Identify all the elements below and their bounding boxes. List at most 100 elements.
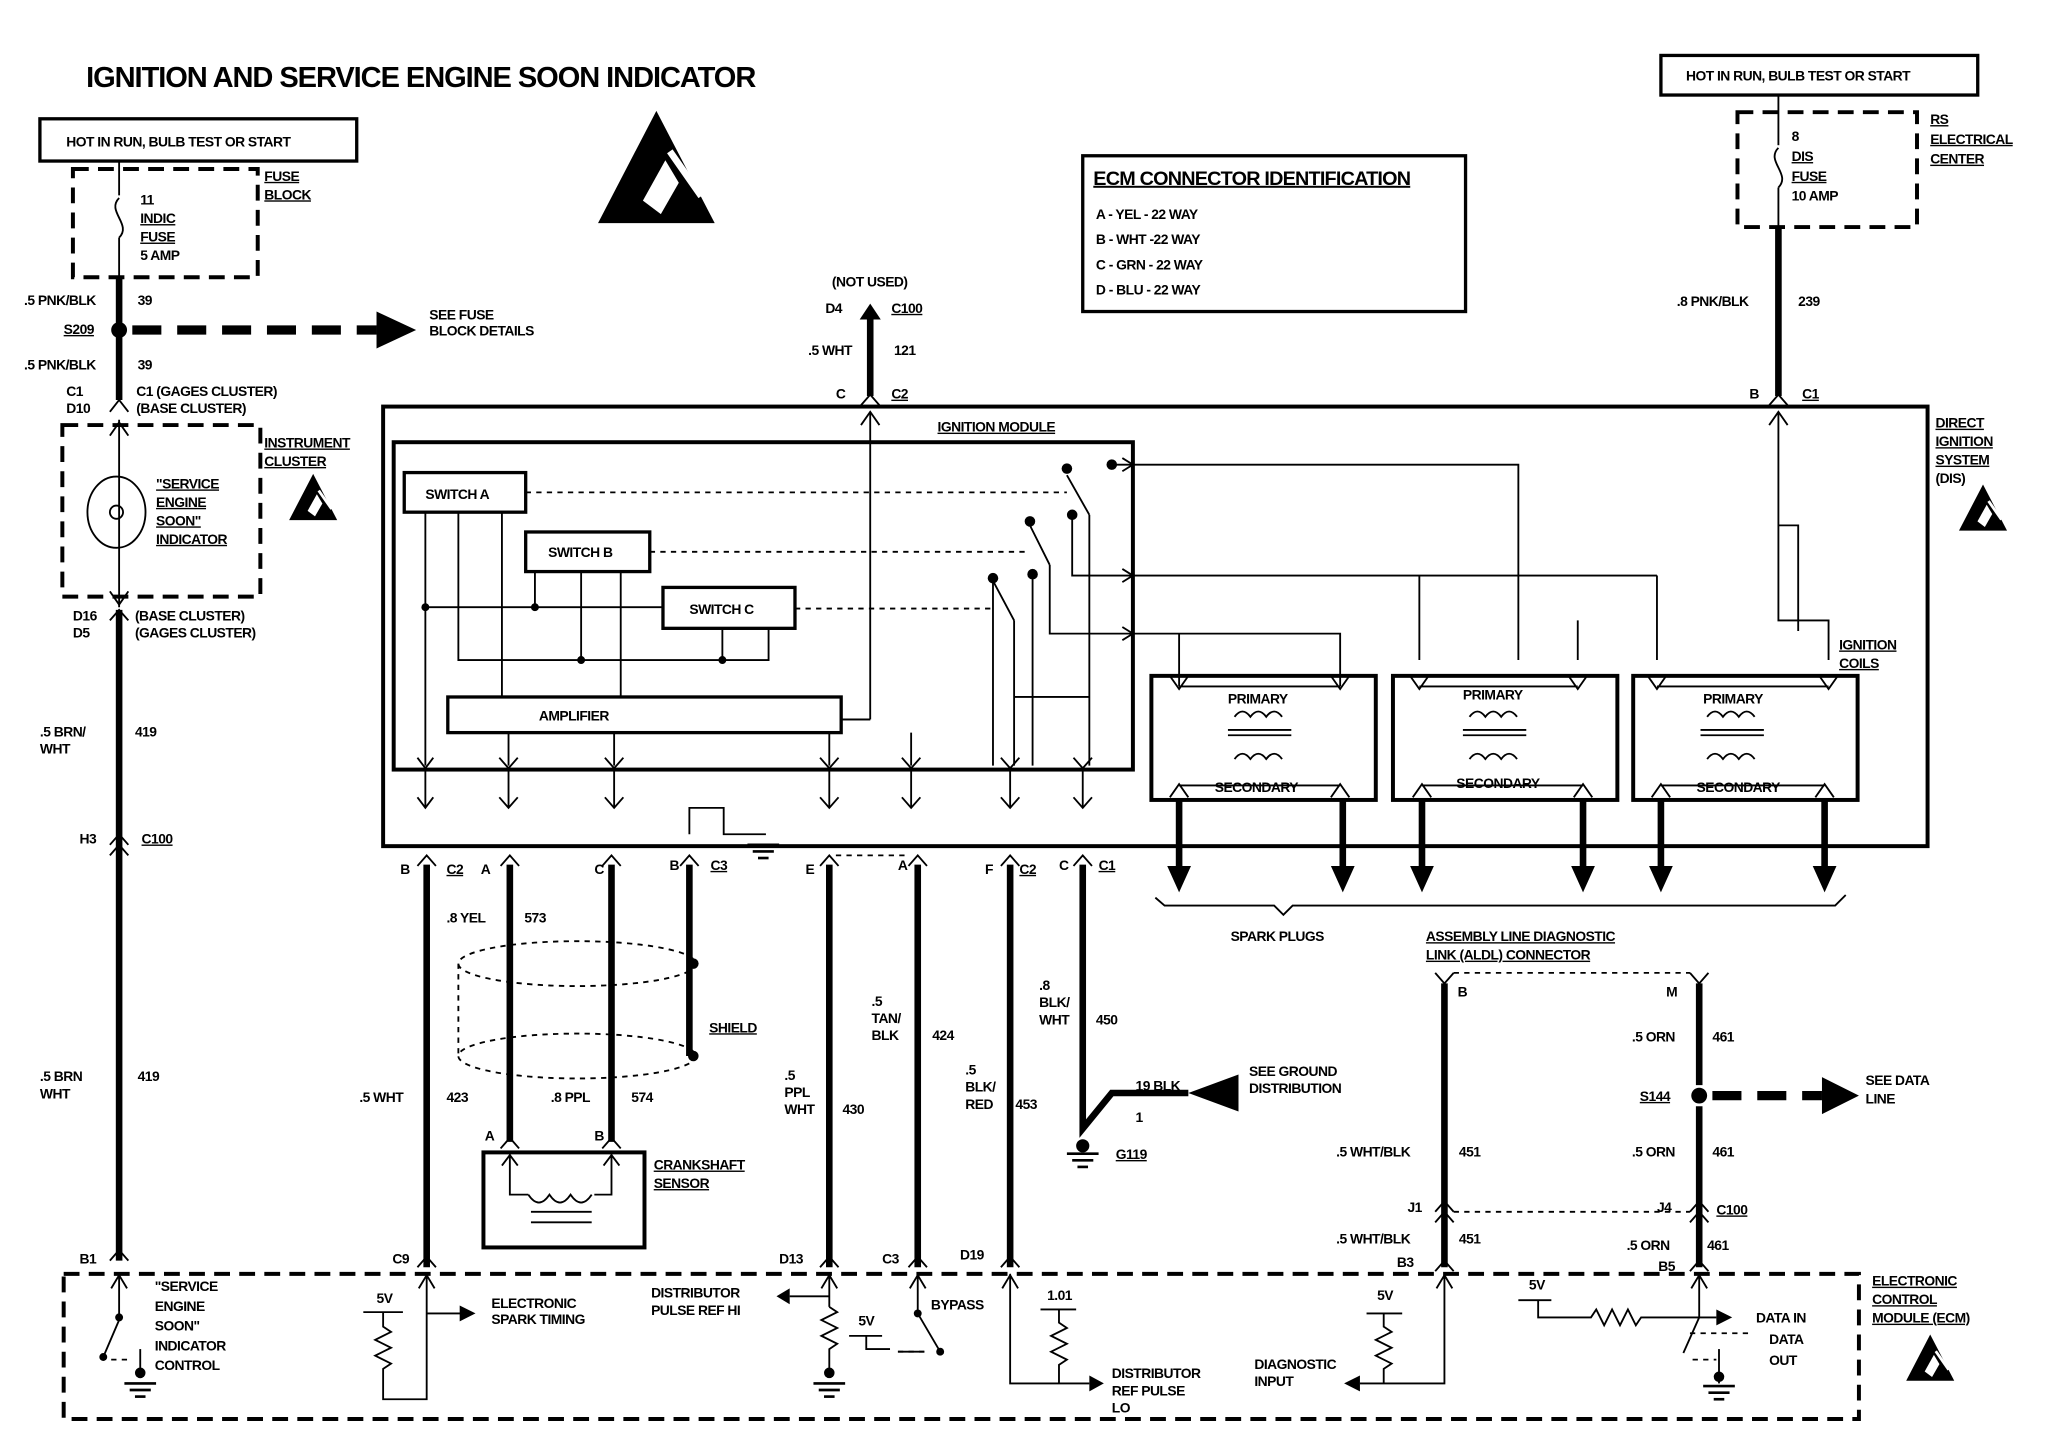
coils-label: IGNITION [1839, 636, 1897, 652]
crankshaft-sensor-label: SENSOR [654, 1175, 710, 1191]
connector-pin: C [1059, 857, 1069, 873]
right-power-feed: HOT IN RUN, BULB TEST OR START 8 DIS FUS… [1659, 53, 2014, 661]
connector-label: C100 [1716, 1201, 1748, 1217]
see-ground-link[interactable]: SEE GROUND [1249, 1063, 1338, 1079]
ground-id: G119 [1116, 1146, 1148, 1162]
ecm-module: ELECTRONIC CONTROL MODULE (ECM) "SERVICE… [61, 1246, 1970, 1422]
ses-control-label: INDICATOR [155, 1337, 226, 1353]
center-label: ELECTRICAL [1930, 131, 2014, 147]
voltage-label: 5V [377, 1290, 394, 1306]
primary-label: PRIMARY [1463, 687, 1524, 703]
switch-a-box [402, 470, 528, 514]
fuse-block-outline [70, 166, 260, 280]
ses-control-label: SOON" [155, 1318, 200, 1334]
amplifier-label: AMPLIFIER [539, 708, 609, 724]
wire-circuit: 423 [446, 1089, 468, 1105]
voltage-label: 5V [1529, 1277, 1546, 1293]
ecm-outline [61, 1271, 1861, 1422]
coil-icon [501, 1152, 621, 1224]
cluster-label: CLUSTER [264, 453, 326, 469]
wire-color: .8 PPL [551, 1089, 591, 1105]
see-fuse-link[interactable]: SEE FUSE [429, 306, 494, 322]
connector-label: C100 [891, 300, 923, 316]
switch-b-box [524, 530, 652, 574]
connector-label: (GAGES CLUSTER) [135, 625, 256, 641]
wire-circuit: 1 [1136, 1109, 1144, 1125]
left-power-source: HOT IN RUN, BULB TEST OR START [66, 134, 291, 150]
est-label: SPARK TIMING [491, 1311, 585, 1327]
connector-label: C1 [1802, 386, 1819, 402]
dist-ref-hi-label: DISTRIBUTOR [651, 1285, 740, 1301]
harness-wires: .8 YEL 573 SHIELD .5 WHT 423 .8 PPL 574 … [359, 853, 1342, 1268]
connector-pin: M [1666, 984, 1677, 1000]
wire-color: WHT [40, 1085, 71, 1101]
connector-label: C2 [1019, 861, 1036, 877]
fuse-number: 11 [140, 192, 154, 208]
right-power-source: HOT IN RUN, BULB TEST OR START [1686, 68, 1911, 84]
see-fuse-link[interactable]: BLOCK DETAILS [429, 322, 534, 338]
connector-pin: B5 [1658, 1258, 1675, 1274]
crankshaft-sensor-label: CRANKSHAFT [654, 1157, 746, 1173]
switch-c-box [661, 585, 797, 630]
wire-circuit: 451 [1459, 1143, 1481, 1159]
coil-icon [1700, 710, 1764, 761]
switch-icon [102, 1273, 128, 1358]
coil-icon [1227, 710, 1292, 761]
diagnostic-input-label: INPUT [1254, 1373, 1294, 1389]
fuse-label: FUSE [1792, 168, 1827, 184]
connector-pin: F [985, 861, 993, 877]
voltage-label: 1.01 [1047, 1287, 1073, 1303]
see-ground-link[interactable]: DISTRIBUTION [1249, 1080, 1342, 1096]
ground-icon [812, 1382, 847, 1398]
wire-color: 19 BLK [1136, 1077, 1181, 1093]
wire-color: .5 PNK/BLK [24, 292, 96, 308]
wire-color: .5 WHT [808, 342, 853, 358]
resistor-icon [1001, 1273, 1090, 1385]
connector-pin: C9 [392, 1250, 409, 1266]
spark-plugs-label: SPARK PLUGS [1231, 928, 1325, 944]
connector-label: C3 [710, 857, 727, 873]
connector-pin: B [1458, 984, 1468, 1000]
connector-label: C2 [891, 386, 908, 402]
center-label: CENTER [1930, 151, 1984, 167]
fuse-block-label: BLOCK [264, 186, 311, 202]
voltage-label: 5V [858, 1312, 875, 1328]
wire-color: .5 BRN [40, 1068, 83, 1084]
wire-color: .5 WHT/BLK [1336, 1143, 1411, 1159]
dis-outline [381, 404, 1930, 849]
bypass-label: BYPASS [931, 1296, 984, 1312]
wire-color: BLK/ [1039, 994, 1070, 1010]
data-in-label: DATA IN [1756, 1310, 1806, 1326]
left-power-feed: HOT IN RUN, BULB TEST OR START 11 INDIC … [24, 117, 535, 1266]
ecm-label: ELECTRONIC [1872, 1273, 1957, 1289]
wire-circuit: 239 [1798, 293, 1820, 309]
fuse-block-label: FUSE [264, 168, 299, 184]
resistor-icon [1359, 1273, 1454, 1385]
secondary-label: SECONDARY [1697, 779, 1782, 795]
shield-icon [457, 940, 697, 987]
esd-warning-icon [1957, 483, 2009, 533]
connector-label: C2 [446, 861, 463, 877]
splice-s144 [1691, 1087, 1708, 1104]
indicator-label: "SERVICE [156, 475, 219, 491]
dis-label: SYSTEM [1935, 452, 1989, 468]
see-data-line-link[interactable]: SEE DATA [1866, 1072, 1931, 1088]
wire-circuit: 121 [894, 342, 916, 358]
secondary-label: SECONDARY [1456, 775, 1541, 791]
fuse-name: DIS [1792, 148, 1814, 164]
wire-circuit: 451 [1459, 1230, 1481, 1246]
switch-icon [992, 474, 1091, 621]
see-data-line-link[interactable]: LINE [1866, 1091, 1896, 1107]
esd-warning-icon [1904, 1333, 1956, 1383]
connector-label: (BASE CLUSTER) [136, 400, 246, 416]
connector-pin: A [898, 857, 908, 873]
wire-circuit: 453 [1015, 1096, 1037, 1112]
connector-pin: D5 [73, 625, 90, 641]
connector-pin: B [400, 861, 410, 877]
ignition-coil-1: PRIMARY SECONDARY [1149, 660, 1378, 802]
primary-label: PRIMARY [1228, 691, 1289, 707]
wire-color: .5 BRN/ [40, 724, 86, 740]
wire-color: .5 PNK/BLK [24, 357, 96, 373]
